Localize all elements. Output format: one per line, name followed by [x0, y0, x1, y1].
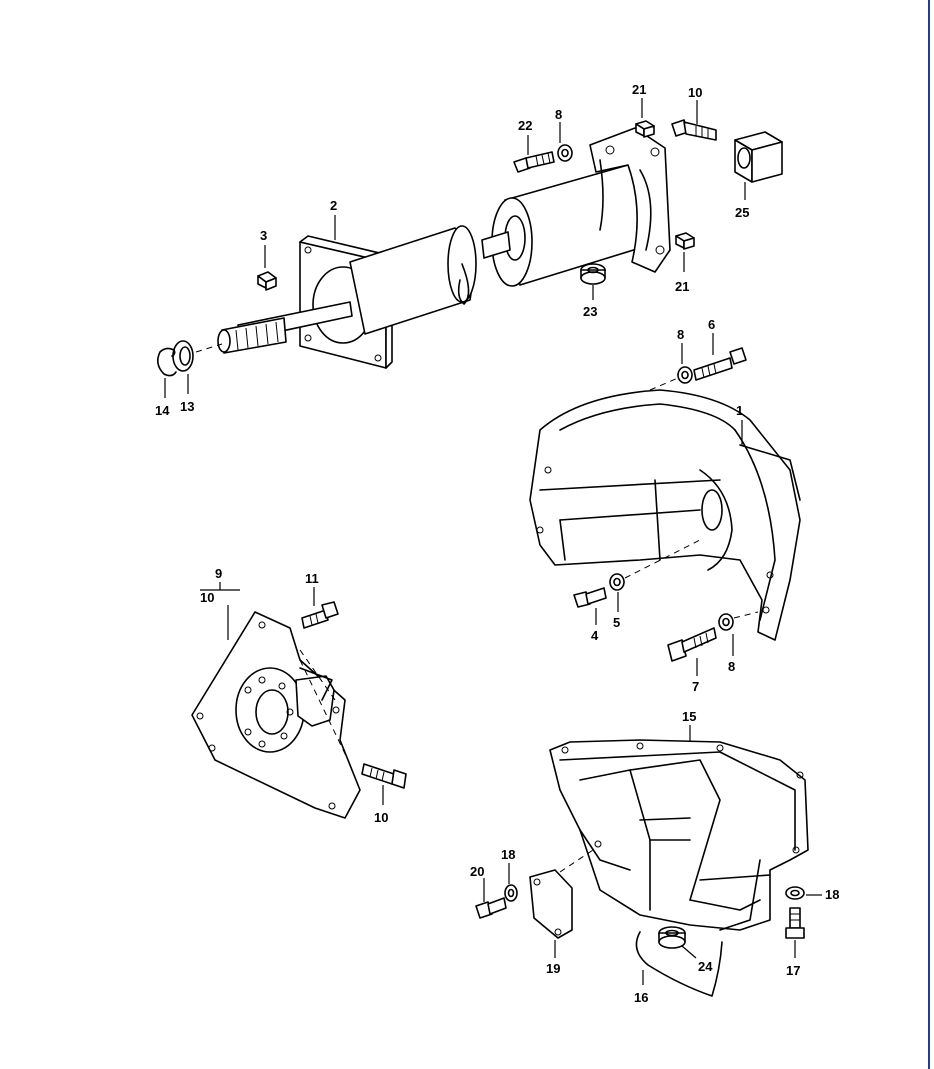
- label-15: 15: [682, 709, 696, 724]
- label-17: 17: [786, 963, 800, 978]
- label-24: 24: [698, 959, 713, 974]
- part-21-key-bottom: [675, 232, 695, 250]
- part-20-bolt: [475, 897, 507, 919]
- part-17-bolt: [785, 907, 805, 939]
- part-11-bolt: [301, 601, 339, 629]
- part-3-key: [257, 271, 277, 291]
- part-23-grommet: [580, 263, 606, 285]
- part-10-bolt-top: [671, 119, 717, 141]
- label-11: 11: [305, 571, 319, 586]
- part-14-circlip: [156, 347, 177, 377]
- part-21-key-top: [635, 120, 655, 138]
- label-10c: 10: [374, 810, 388, 825]
- label-18b: 18: [825, 887, 839, 902]
- part-13-seal: [172, 340, 194, 372]
- part-8-washer-top: [557, 144, 573, 162]
- label-9: 9: [215, 566, 222, 581]
- label-23: 23: [583, 304, 597, 319]
- part-15-oil-pan: [549, 739, 809, 931]
- label-14: 14: [155, 403, 170, 418]
- label-4: 4: [591, 628, 599, 643]
- part-6-bolt: [693, 347, 747, 381]
- part-24-grommet: [658, 926, 686, 949]
- label-20: 20: [470, 864, 484, 879]
- label-1: 1: [736, 403, 743, 418]
- part-8-washer-mid: [677, 366, 693, 384]
- label-25: 25: [735, 205, 749, 220]
- part-4-bolt: [573, 587, 607, 608]
- label-10a: 10: [688, 85, 702, 100]
- label-5: 5: [613, 615, 620, 630]
- label-6: 6: [708, 317, 715, 332]
- part-2-shaft-tube: [217, 225, 477, 369]
- label-21b: 21: [675, 279, 689, 294]
- label-16: 16: [634, 990, 648, 1005]
- part-9-flex-plate: [191, 611, 361, 819]
- label-10b: 10: [200, 590, 214, 605]
- label-19: 19: [546, 961, 560, 976]
- housing-cylinder: [481, 127, 671, 287]
- part-25-clamp: [734, 131, 783, 183]
- part-16-gasket: [635, 931, 723, 997]
- label-22: 22: [518, 118, 532, 133]
- label-8c: 8: [728, 659, 735, 674]
- label-3: 3: [260, 228, 267, 243]
- label-18a: 18: [501, 847, 515, 862]
- label-7: 7: [692, 679, 699, 694]
- label-8a: 8: [555, 107, 562, 122]
- part-19-cover-plate: [529, 869, 573, 939]
- page-edge-line: [928, 0, 930, 1069]
- label-13: 13: [180, 399, 194, 414]
- label-8b: 8: [677, 327, 684, 342]
- part-1-bell-housing: [529, 389, 801, 641]
- part-8-washer-low: [718, 613, 734, 631]
- part-18-washer-right: [785, 886, 805, 900]
- label-21a: 21: [632, 82, 646, 97]
- label-2: 2: [330, 198, 337, 213]
- part-18-washer-left: [504, 884, 518, 902]
- part-5-washer: [609, 573, 625, 591]
- part-7-bolt: [667, 627, 717, 662]
- part-22-bolt: [513, 151, 555, 173]
- part-10-bolt-lower: [361, 763, 407, 789]
